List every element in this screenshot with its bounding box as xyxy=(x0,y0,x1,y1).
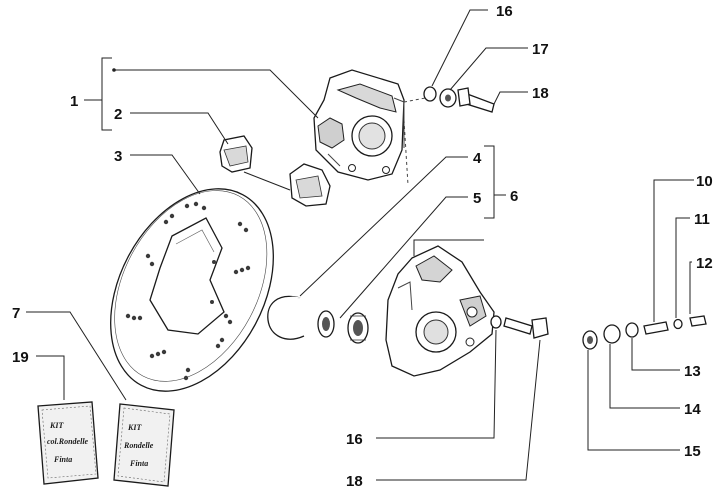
callout-16-top: 16 xyxy=(496,3,513,20)
kit-19-title: KIT xyxy=(49,421,64,430)
callout-12: 12 xyxy=(696,255,713,272)
callout-13: 13 xyxy=(684,363,701,380)
callout-7: 7 xyxy=(12,305,20,322)
callout-1: 1 xyxy=(70,93,78,110)
callout-18-bottom: 18 xyxy=(346,473,363,490)
callout-2: 2 xyxy=(114,106,122,123)
callout-16-bottom: 16 xyxy=(346,431,363,448)
callout-19: 19 xyxy=(12,349,29,366)
callout-4: 4 xyxy=(473,150,482,167)
callout-14: 14 xyxy=(684,401,701,418)
lower-bolt-set xyxy=(490,315,549,339)
callout-3: 3 xyxy=(114,148,122,165)
callout-5: 5 xyxy=(473,190,481,207)
callout-6: 6 xyxy=(510,188,518,205)
brake-disc xyxy=(110,188,274,392)
lower-brake-caliper xyxy=(385,245,495,377)
callout-numbers: 1 2 3 4 5 6 7 19 16 17 18 16 18 10 11 12… xyxy=(12,3,713,490)
kit-card-7: KIT Rondelle Finta xyxy=(113,403,175,487)
kit-7-title: KIT xyxy=(127,423,142,432)
kit-card-19: KIT col.Rondelle Finta xyxy=(37,401,99,485)
callout-11: 11 xyxy=(694,211,710,228)
kit-7-footer: Finta xyxy=(129,459,148,468)
upper-brake-caliper xyxy=(313,69,405,181)
callout-17: 17 xyxy=(532,41,549,58)
callout-15: 15 xyxy=(684,443,701,460)
kit-19-subtitle: col.Rondelle xyxy=(47,437,89,446)
callout-18-top: 18 xyxy=(532,85,549,102)
kit-19-footer: Finta xyxy=(53,455,72,464)
upper-bolt-set xyxy=(423,86,495,113)
bleed-valve-parts xyxy=(582,315,707,350)
leader-lines xyxy=(26,9,694,481)
brake-pad-pair xyxy=(219,135,331,207)
kit-7-subtitle: Rondelle xyxy=(123,441,154,450)
circlip-and-seals xyxy=(267,295,369,344)
callout-10: 10 xyxy=(696,173,713,190)
